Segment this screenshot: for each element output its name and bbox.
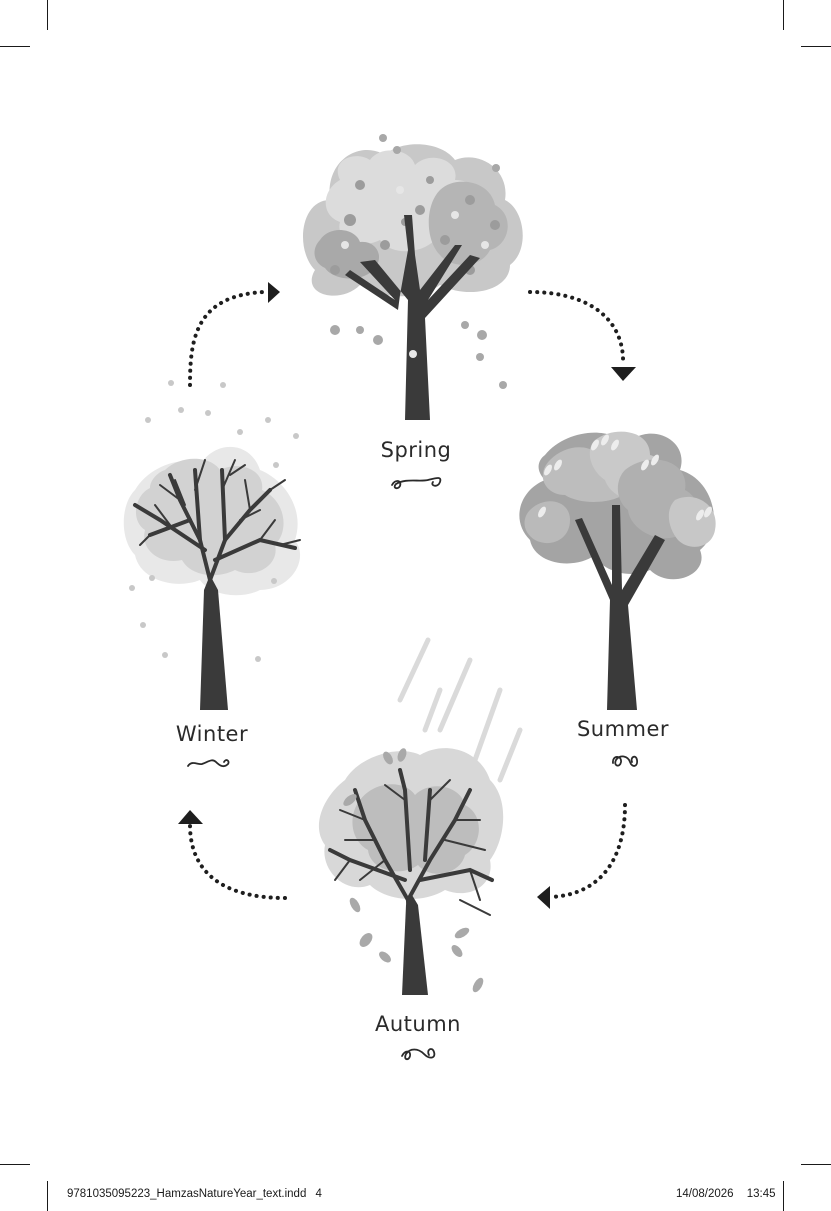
autumn-rain [397, 637, 523, 783]
arrow-spring-to-summer [528, 290, 626, 367]
arrowhead-summer [611, 367, 636, 381]
crop-mark-bottom-left-v [47, 1181, 48, 1211]
footer-filename: 9781035095223_HamzasNatureYear_text.indd… [67, 1188, 322, 1200]
spring-tree [303, 134, 523, 420]
crop-mark-bottom-left-h [0, 1164, 30, 1165]
season-label-spring: Spring [380, 438, 452, 462]
crop-mark-top-left-v [47, 0, 48, 30]
crop-mark-top-right-v [783, 0, 784, 30]
summer-tree [519, 431, 716, 710]
season-label-autumn: Autumn [375, 1012, 461, 1036]
winter-trunk [200, 575, 228, 710]
autumn-leaves [343, 748, 484, 993]
winter-snowflakes [129, 380, 299, 662]
spring-trunk [345, 215, 480, 420]
arrowhead-autumn [537, 886, 550, 909]
arrowhead-winter [178, 810, 203, 824]
footer-filename-text: 9781035095223_HamzasNatureYear_text.indd [67, 1188, 307, 1200]
crop-mark-top-left-h [0, 46, 30, 47]
spring-falling-petals [330, 134, 507, 389]
ornament-winter [187, 759, 230, 768]
arrowhead-spring [268, 282, 280, 303]
crop-mark-top-right-h [801, 46, 831, 47]
ornament-autumn [401, 1048, 436, 1061]
arrow-summer-to-autumn [548, 803, 627, 899]
footer-date: 14/08/2026 [676, 1188, 734, 1200]
arrow-autumn-to-winter [188, 823, 287, 900]
winter-tree [123, 380, 301, 710]
season-label-summer: Summer [576, 717, 670, 741]
crop-mark-bottom-right-h [801, 1164, 831, 1165]
crop-mark-bottom-right-v [783, 1181, 784, 1211]
footer-time: 13:45 [746, 1188, 776, 1200]
ornament-spring [391, 477, 442, 490]
autumn-trunk [402, 895, 428, 995]
season-label-winter: Winter [175, 722, 249, 746]
footer-timestamp: 14/08/2026 13:45 [676, 1188, 776, 1200]
summer-trunk [575, 505, 665, 710]
footer-page-number: 4 [315, 1188, 322, 1200]
arrow-winter-to-spring [188, 290, 267, 387]
ornament-summer [612, 755, 638, 767]
autumn-tree [318, 637, 523, 995]
